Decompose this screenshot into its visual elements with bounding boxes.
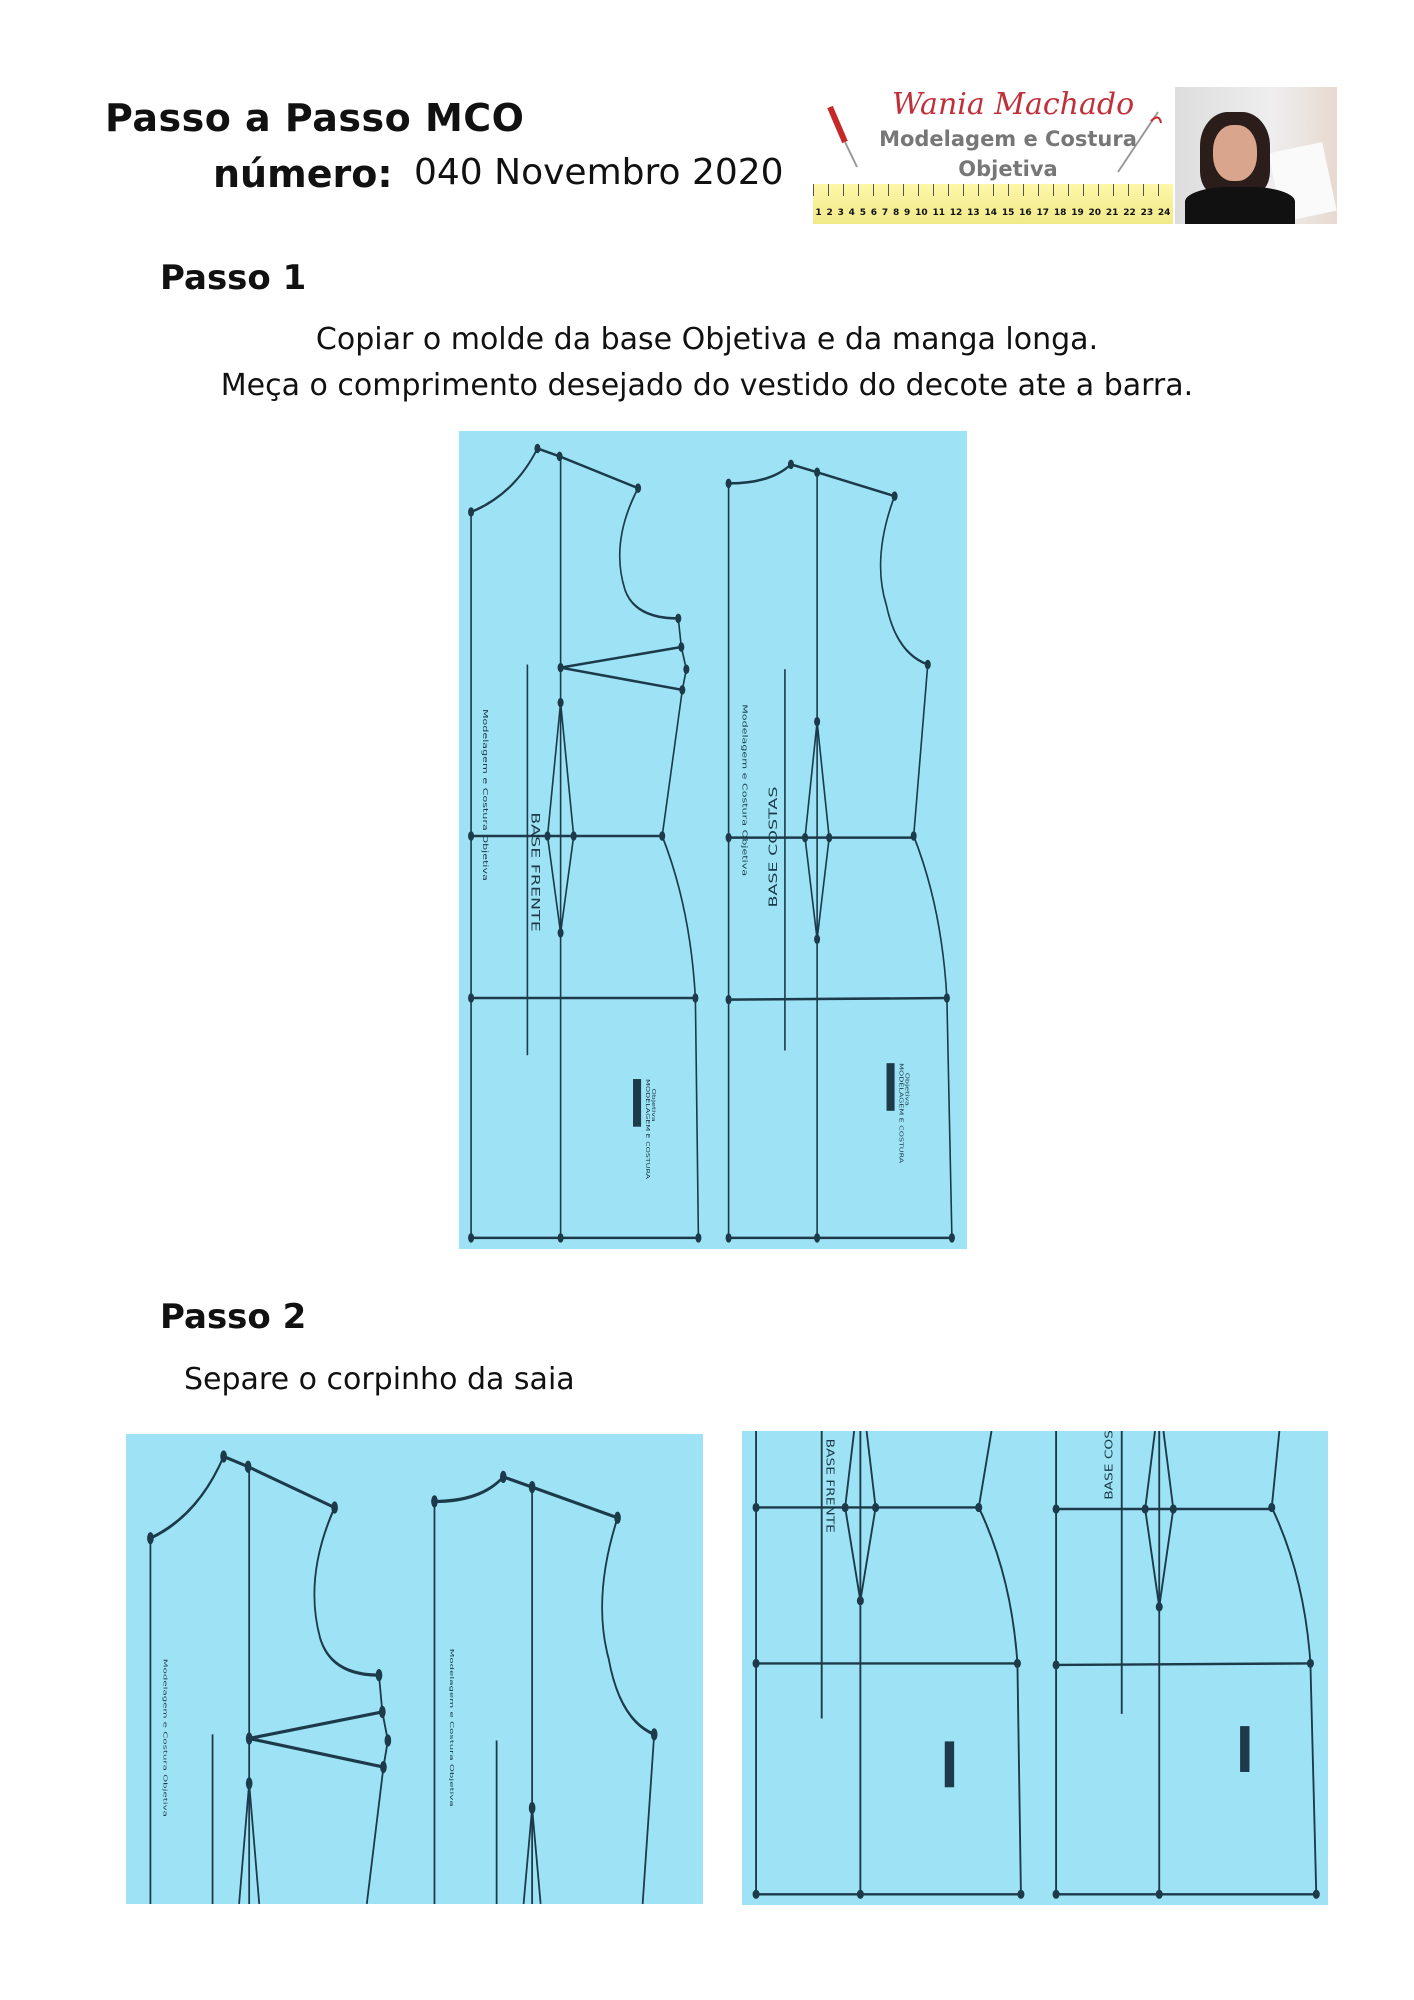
pattern-points <box>468 443 955 1243</box>
ruler-number: 18 <box>1053 208 1067 218</box>
pattern-side-text-front: Modelagem e Costura Objetiva <box>481 709 489 881</box>
pattern-image-bodice: Modelagem e Costura Objetiva Modelagem e… <box>126 1434 703 1904</box>
ruler-number: 8 <box>892 208 900 218</box>
logo-line2: Objetiva <box>958 157 1058 181</box>
skirt-front-label: BASE FRENTE <box>824 1439 836 1533</box>
ruler-number: 4 <box>848 208 855 218</box>
stamp-front-line1: MODELAGEM E COSTURA <box>645 1079 651 1180</box>
pattern-image-step1: Modelagem e Costura Objetiva Modelagem e… <box>459 431 967 1249</box>
number-label: número: <box>213 152 393 196</box>
ruler-number: 1 <box>815 208 822 218</box>
step1-text-2: Meça o comprimento desejado do vestido d… <box>220 368 1194 403</box>
bodice-lines <box>149 1454 656 1904</box>
pattern-image-skirt: BASE FRENTE BASE COSTAS <box>742 1431 1328 1905</box>
document-title: Passo a Passo MCO <box>105 96 525 140</box>
bodice-points <box>147 1450 658 1815</box>
seam-ripper-icon <box>827 105 858 168</box>
ruler-number: 23 <box>1140 208 1154 218</box>
ruler-number: 9 <box>904 208 911 218</box>
skirt-points <box>752 1502 1320 1899</box>
ruler-number: 11 <box>932 208 945 218</box>
logo-line1: Modelagem e Costura <box>879 127 1137 151</box>
front-label: BASE FRENTE <box>528 812 541 932</box>
ruler-number: 3 <box>837 208 844 218</box>
bodice-side-text-back: Modelagem e Costura Objetiva <box>449 1649 456 1807</box>
ruler-number: 6 <box>870 208 878 218</box>
ruler-number: 14 <box>984 208 998 218</box>
logo-name: Wania Machado <box>891 87 1135 122</box>
step1-text-1: Copiar o molde da base Objetiva e da man… <box>315 322 1099 357</box>
ruler-number: 2 <box>826 208 833 218</box>
skirt-lines <box>755 1431 1318 1896</box>
ruler-number: 10 <box>915 208 928 218</box>
pattern-side-text-back: Modelagem e Costura Objetiva <box>740 704 748 876</box>
stamp-front-line2: Objetiva <box>651 1089 657 1122</box>
bodice-side-text-front: Modelagem e Costura Objetiva <box>162 1659 169 1817</box>
ruler-number: 20 <box>1088 208 1102 218</box>
ruler-number: 16 <box>1019 208 1032 218</box>
ruler-number: 5 <box>859 208 866 218</box>
stamp-back-line2: Objetiva <box>904 1073 910 1106</box>
brand-logo: Wania Machado Modelagem e Costura Objeti… <box>813 87 1173 224</box>
pattern-lines <box>470 447 953 1240</box>
ruler-number: 17 <box>1036 208 1050 218</box>
number-value: 040 Novembro 2020 <box>414 152 784 193</box>
step2-text-1: Separe o corpinho da saia <box>184 1362 575 1397</box>
ruler-number: 13 <box>967 208 980 218</box>
ruler-number: 7 <box>881 208 889 218</box>
step1-title: Passo 1 <box>160 258 307 298</box>
stamp-back-line1: MODELAGEM E COSTURA <box>898 1063 904 1164</box>
ruler-number: 15 <box>1001 208 1015 218</box>
skirt-back-label: BASE COSTAS <box>1103 1431 1115 1500</box>
author-photo <box>1175 87 1337 224</box>
ruler-number: 21 <box>1105 208 1119 218</box>
ruler-number: 22 <box>1123 208 1136 218</box>
ruler-number: 12 <box>949 208 963 218</box>
back-label: BASE COSTAS <box>767 787 780 908</box>
step2-title: Passo 2 <box>160 1297 307 1337</box>
needle-icon <box>1117 111 1162 173</box>
ruler-number: 19 <box>1071 208 1084 218</box>
ruler-number: 24 <box>1157 208 1171 218</box>
